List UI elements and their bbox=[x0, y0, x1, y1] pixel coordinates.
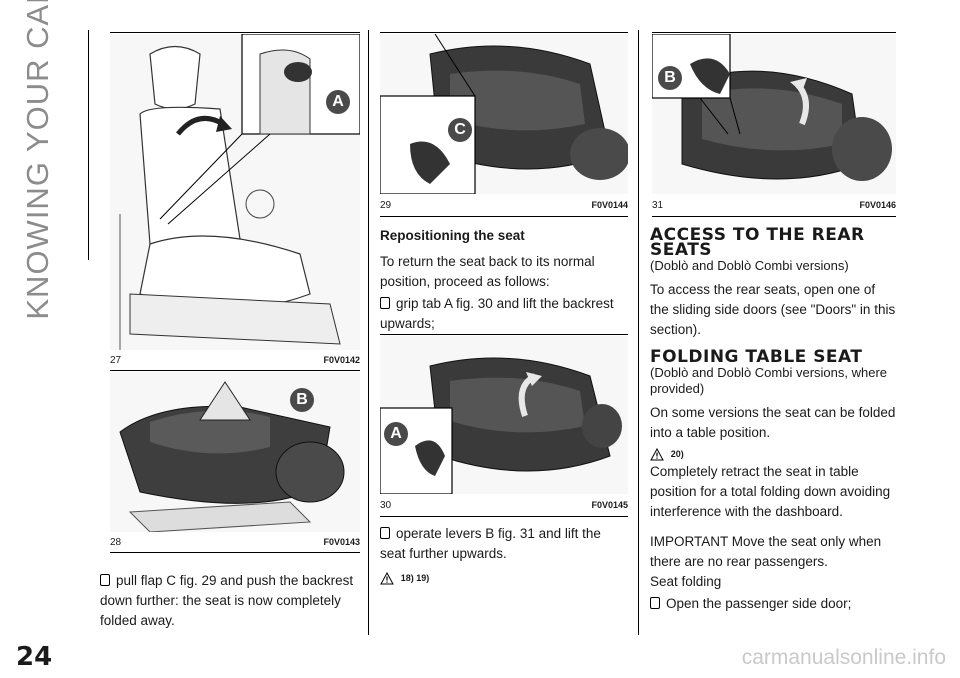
bullet-icon bbox=[380, 527, 390, 539]
figure-29-top-rule bbox=[380, 32, 628, 33]
col3-bullet1: Open the passenger side door; bbox=[666, 596, 852, 611]
col1-bullet-text: pull flap C fig. 29 and push the backres… bbox=[100, 573, 354, 628]
figure-code: F0V0143 bbox=[323, 537, 360, 547]
figure-31-caption: 31 F0V0146 bbox=[652, 200, 896, 211]
figure-28-bottom-rule bbox=[110, 552, 360, 553]
callout-b: B bbox=[290, 388, 314, 412]
figure-28-illustration: B bbox=[110, 372, 360, 532]
access-rear-seats-para: To access the rear seats, open one of th… bbox=[650, 282, 896, 337]
figure-28-caption: 28 F0V0143 bbox=[110, 537, 360, 548]
warning-icon bbox=[380, 572, 394, 585]
side-divider bbox=[88, 30, 89, 260]
column-divider-2 bbox=[638, 30, 639, 635]
figure-number: 30 bbox=[380, 500, 392, 511]
access-rear-seats-heading: ACCESS TO THE REAR SEATS bbox=[650, 225, 865, 260]
figure-27-caption: 27 F0V0142 bbox=[110, 355, 360, 366]
access-rear-seats-sub: (Doblò and Doblò Combi versions) bbox=[650, 258, 849, 273]
folding-table-para: On some versions the seat can be folded … bbox=[650, 405, 896, 440]
seat-folding-label: Seat folding bbox=[650, 574, 722, 589]
col2-bullet1: grip tab A fig. 30 and lift the backrest… bbox=[380, 296, 614, 331]
watermark: carmanualsonline.info bbox=[741, 646, 946, 669]
figure-code: F0V0142 bbox=[323, 355, 360, 365]
figure-number: 27 bbox=[110, 355, 122, 366]
important-para: IMPORTANT Move the seat only when there … bbox=[650, 534, 882, 569]
figure-29-bottom-rule bbox=[380, 216, 628, 217]
warning-icon bbox=[650, 448, 664, 461]
figure-27-bottom-rule bbox=[110, 370, 360, 371]
figure-27-illustration: A bbox=[110, 34, 360, 350]
folding-table-seat-sub: (Doblò and Doblò Combi versions, where p… bbox=[650, 365, 888, 396]
section-title-text: KNOWING YOUR CAR bbox=[20, 0, 55, 320]
figure-29-caption: 29 F0V0144 bbox=[380, 200, 628, 211]
figure-number: 28 bbox=[110, 537, 122, 548]
column-divider-1 bbox=[368, 30, 369, 635]
figure-31-bottom-rule bbox=[652, 216, 896, 217]
col1-text: pull flap C fig. 29 and push the backres… bbox=[100, 571, 362, 631]
folding-table-seat-heading: FOLDING TABLE SEAT bbox=[650, 347, 863, 367]
col3-refs: 20) bbox=[670, 449, 684, 459]
callout-b: B bbox=[658, 66, 682, 90]
col2-refs: 18) 19) bbox=[400, 573, 430, 583]
col3-text: ACCESS TO THE REAR SEATS (Doblò and Dobl… bbox=[650, 225, 896, 614]
figure-31-illustration: B bbox=[652, 34, 896, 194]
figure-code: F0V0145 bbox=[591, 500, 628, 510]
bullet-icon bbox=[650, 597, 660, 609]
col2-text-bottom: operate levers B fig. 31 and lift the se… bbox=[380, 524, 630, 589]
figure-29-illustration: C bbox=[380, 34, 628, 194]
figure-27-top-rule bbox=[110, 32, 360, 33]
figure-30-top-rule bbox=[380, 334, 628, 335]
figure-31-top-rule bbox=[652, 32, 896, 33]
figure-number: 29 bbox=[380, 200, 392, 211]
bullet-icon bbox=[380, 297, 390, 309]
col2-bullet2: operate levers B fig. 31 and lift the se… bbox=[380, 526, 601, 561]
figure-number: 31 bbox=[652, 200, 664, 211]
callout-c: C bbox=[448, 118, 472, 142]
figure-30-bottom-rule bbox=[380, 516, 628, 517]
callout-a: A bbox=[326, 90, 350, 114]
repositioning-heading: Repositioning the seat bbox=[380, 228, 525, 243]
section-side-title: KNOWING YOUR CAR bbox=[18, 0, 58, 320]
figure-code: F0V0144 bbox=[591, 200, 628, 210]
figure-code: F0V0146 bbox=[859, 200, 896, 210]
figure-30-illustration: A bbox=[380, 336, 628, 494]
col2-text-top: Repositioning the seat To return the sea… bbox=[380, 226, 630, 334]
callout-a: A bbox=[384, 422, 408, 446]
repositioning-intro: To return the seat back to its normal po… bbox=[380, 254, 595, 289]
retract-seat-para: Completely retract the seat in table pos… bbox=[650, 464, 891, 519]
figure-30-caption: 30 F0V0145 bbox=[380, 500, 628, 511]
bullet-icon bbox=[100, 574, 110, 586]
page-number: 24 bbox=[16, 642, 53, 672]
